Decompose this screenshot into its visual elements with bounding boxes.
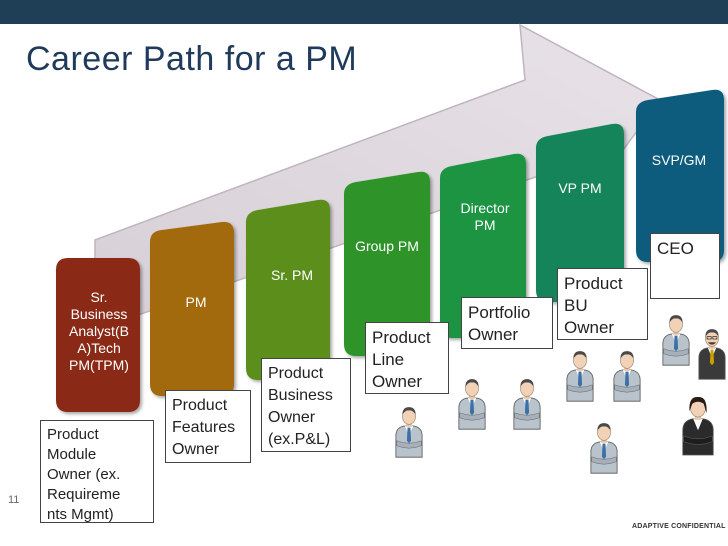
owner-box-product-bu: Product BU Owner (557, 268, 648, 340)
business-person-icon (566, 351, 594, 402)
step-director-pm (440, 153, 526, 338)
footer-confidential: ADAPTIVE CONFIDENTIAL (632, 523, 726, 530)
step-label-sr-pm: Sr. PM (270, 267, 313, 283)
business-person-icon (590, 423, 618, 474)
step-svp-gm (636, 89, 724, 262)
business-person-icon (513, 379, 541, 430)
step-label-svp-gm: SVP/GM (651, 152, 707, 168)
step-label-pm: PM (185, 294, 207, 310)
owner-box-ceo: CEO (650, 233, 720, 299)
owner-box-product-line: Product Line Owner (365, 322, 449, 394)
business-person-icon (458, 379, 486, 430)
executive-icon (698, 329, 726, 380)
step-label-vp-pm: VP PM (558, 180, 602, 196)
top-bar (0, 0, 728, 24)
slide-title: Career Path for a PM (26, 40, 358, 78)
step-sr-pm (246, 199, 330, 380)
career-steps (56, 89, 724, 412)
business-person-icon (395, 407, 423, 458)
step-group-pm (344, 171, 430, 356)
page-number: 11 (8, 494, 20, 506)
step-pm (150, 221, 234, 396)
step-sr-business-analyst (56, 258, 140, 412)
businesswoman-icon (682, 396, 714, 456)
step-vp-pm (536, 123, 624, 302)
business-person-icon (613, 351, 641, 402)
owner-box-product-module: Product Module Owner (ex. Requireme nts … (40, 420, 154, 523)
step-label-sr-business-analyst: Sr. Business Analyst(B A)Tech PM(TPM) (69, 289, 129, 373)
business-person-icon (662, 315, 690, 366)
owner-box-portfolio: Portfolio Owner (461, 297, 553, 349)
owner-box-product-business: Product Business Owner (ex.P&L) (261, 358, 351, 452)
step-label-group-pm: Group PM (355, 238, 419, 254)
step-label-director-pm: Director PM (460, 200, 510, 233)
owner-box-product-features: Product Features Owner (165, 390, 251, 463)
